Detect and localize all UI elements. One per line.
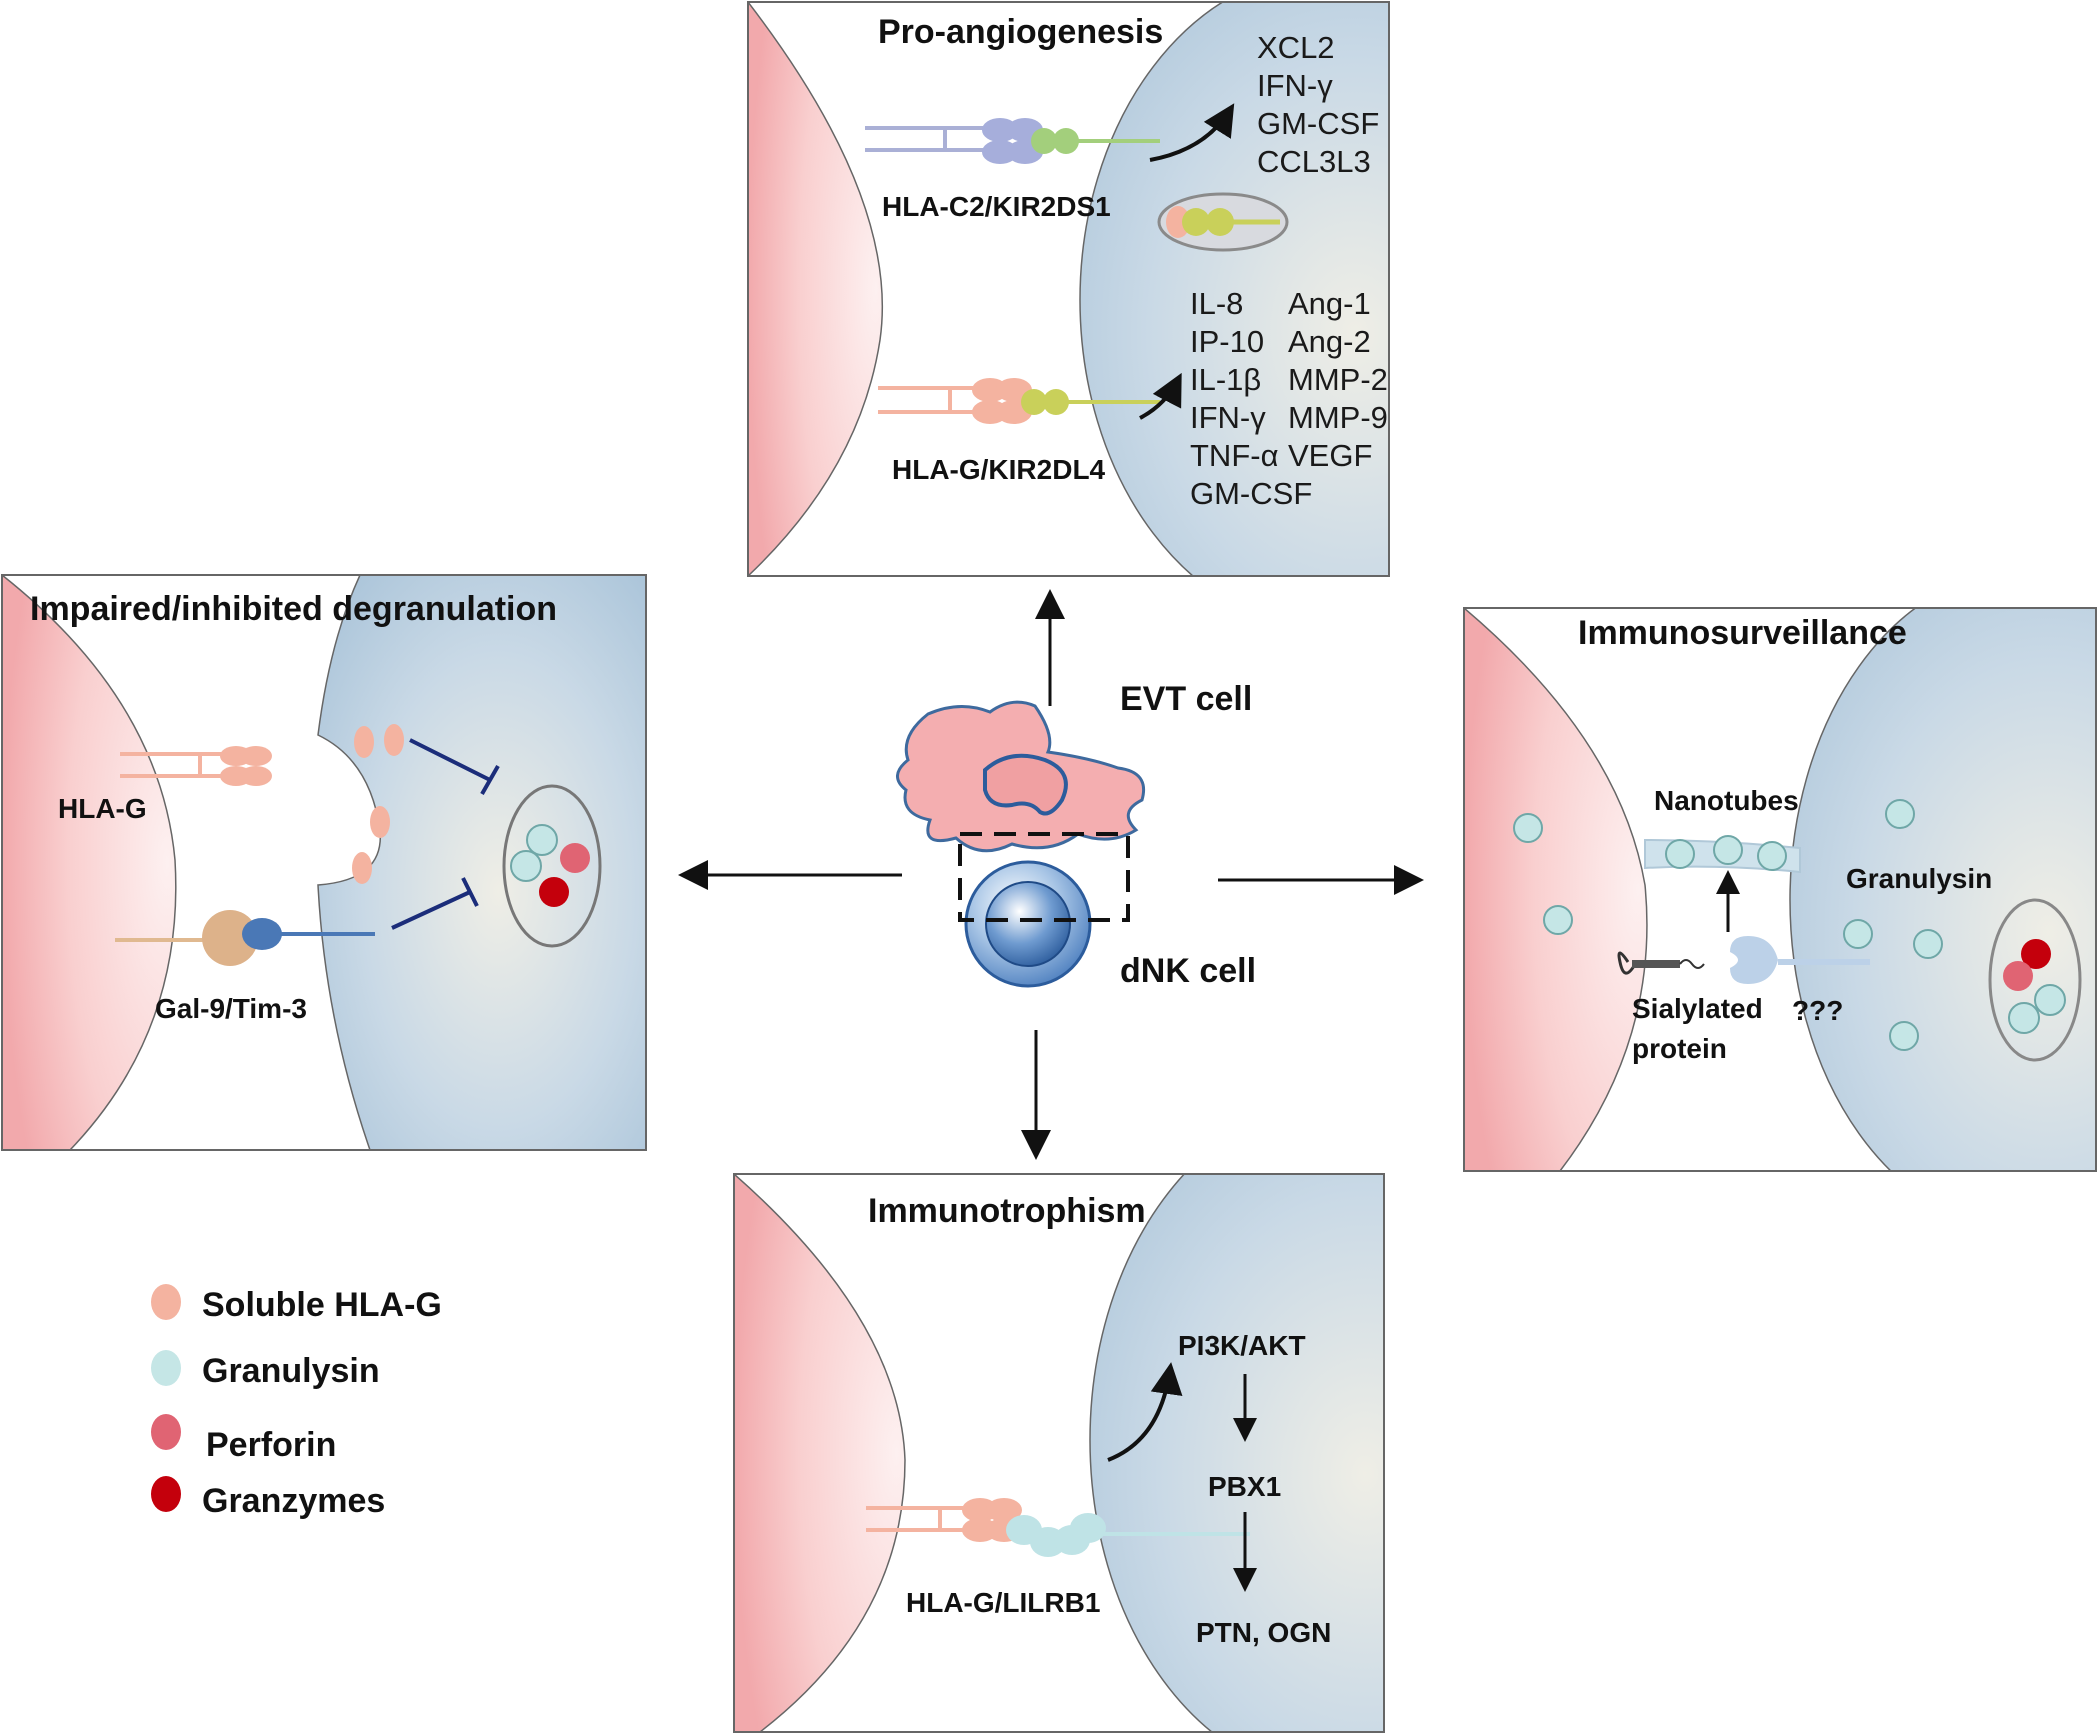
legend-swatch-granulysin <box>151 1350 181 1386</box>
immunotrophism-title: Immunotrophism <box>868 1192 1146 1230</box>
gal9-tim3-label: Gal-9/Tim-3 <box>155 993 307 1024</box>
pathway-ptn-ogn: PTN, OGN <box>1196 1617 1331 1648</box>
gal9-tim3-complex <box>115 910 375 966</box>
sialylated-protein <box>1617 951 1705 975</box>
hla-c2-kir2ds1-complex <box>865 103 1235 164</box>
dnk-cell-membrane <box>317 575 646 1150</box>
granulysin-molecules <box>1513 799 1943 1051</box>
impaired-degranulation-title: Impaired/inhibited degranulation <box>30 590 557 628</box>
hla-g-kir2dl4-label: HLA-G/KIR2DL4 <box>892 454 1106 485</box>
pathway-pbx1: PBX1 <box>1208 1471 1281 1502</box>
product-item: TNF-α <box>1190 438 1279 473</box>
evt-cell-membrane <box>2 575 177 1150</box>
evt-cell-label: EVT cell <box>1120 680 1252 718</box>
product-item: GM-CSF <box>1190 476 1312 511</box>
product-item: XCL2 <box>1257 30 1335 65</box>
cytotoxic-granule <box>1988 898 2082 1062</box>
evt-cell-membrane <box>748 2 884 576</box>
evt-cell-membrane <box>1464 608 1648 1171</box>
unknown-receptor <box>1730 936 1870 984</box>
granulysin-label: Granulysin <box>1846 863 1992 894</box>
legend-label-perforin: Perforin <box>206 1426 336 1464</box>
membrane-hla-g <box>120 746 272 786</box>
pathway-pi3k-akt: PI3K/AKT <box>1178 1330 1306 1361</box>
legend: Soluble HLA-G Granulysin Perforin Granzy… <box>151 1284 442 1520</box>
hla-g-kir2dl4-complex <box>878 372 1182 424</box>
legend-label-granulysin: Granulysin <box>202 1352 380 1390</box>
panel-immunosurveillance: Immunosurveillance Nanotubes Granulysin … <box>1463 607 2097 1172</box>
internalized-vesicle <box>1157 192 1289 252</box>
protein-label: protein <box>1632 1033 1727 1064</box>
product-item: IFN-γ <box>1257 68 1333 103</box>
hla-c2-kir2ds1-label: HLA-C2/KIR2DS1 <box>882 191 1111 222</box>
hla-g-lilrb1-complex <box>866 1362 1250 1557</box>
legend-label-soluble-hla-g: Soluble HLA-G <box>202 1286 442 1324</box>
evt-nucleus <box>983 753 1068 816</box>
pathway-arrows <box>678 589 1424 1160</box>
pro-angiogenesis-title: Pro-angiogenesis <box>878 13 1163 51</box>
sialylated-label: Sialylated <box>1632 993 1763 1024</box>
kir2dl4-products-col2: Ang-1 Ang-2 MMP-2 MMP-9 VEGF <box>1288 286 1388 473</box>
product-item: IFN-γ <box>1190 400 1266 435</box>
legend-swatch-granzymes <box>151 1476 181 1512</box>
legend-label-granzymes: Granzymes <box>202 1482 385 1520</box>
nanotube <box>1644 835 1801 874</box>
nanotubes-label: Nanotubes <box>1654 785 1799 816</box>
inhibition-arrows <box>391 738 500 930</box>
center-cells: EVT cell dNK cell <box>896 680 1256 990</box>
cytotoxic-granule <box>502 784 602 948</box>
immunosurveillance-title: Immunosurveillance <box>1578 614 1907 652</box>
unknown-label: ??? <box>1792 995 1843 1026</box>
dnk-nucleus <box>985 881 1071 967</box>
product-item: VEGF <box>1288 438 1372 473</box>
product-item: CCL3L3 <box>1257 144 1371 179</box>
panel-pro-angiogenesis: Pro-angiogenesis HLA-C2/KIR2DS1 HLA-G/KI… <box>747 1 1390 577</box>
hla-g-lilrb1-label: HLA-G/LILRB1 <box>906 1587 1100 1618</box>
panel-impaired-degranulation: Impaired/inhibited degranulation HLA-G G… <box>1 574 647 1151</box>
legend-swatch-perforin <box>151 1414 181 1450</box>
kir2ds1-products-list: XCL2 IFN-γ GM-CSF CCL3L3 <box>1257 30 1379 179</box>
evt-cell-membrane <box>734 1174 906 1732</box>
product-item: MMP-2 <box>1288 362 1388 397</box>
hla-g-label: HLA-G <box>58 793 147 824</box>
product-item: IL-8 <box>1190 286 1243 321</box>
product-item: IP-10 <box>1190 324 1264 359</box>
product-item: IL-1β <box>1190 362 1261 397</box>
product-item: MMP-9 <box>1288 400 1388 435</box>
dnk-cell-membrane <box>1089 1174 1384 1732</box>
legend-swatch-soluble-hla-g <box>151 1284 181 1320</box>
product-item: Ang-1 <box>1288 286 1371 321</box>
product-item: Ang-2 <box>1288 324 1371 359</box>
dnk-cell-label: dNK cell <box>1120 952 1256 990</box>
dnk-cell-membrane <box>1079 2 1389 576</box>
contact-zone-box <box>958 832 1130 922</box>
product-item: GM-CSF <box>1257 106 1379 141</box>
panel-immunotrophism: Immunotrophism HLA-G/LILRB1 PI3K/AKT PBX… <box>733 1173 1385 1733</box>
soluble-hla-g-molecules <box>352 724 404 884</box>
kir2dl4-products-col1: IL-8 IP-10 IL-1β IFN-γ TNF-α GM-CSF <box>1190 286 1312 511</box>
